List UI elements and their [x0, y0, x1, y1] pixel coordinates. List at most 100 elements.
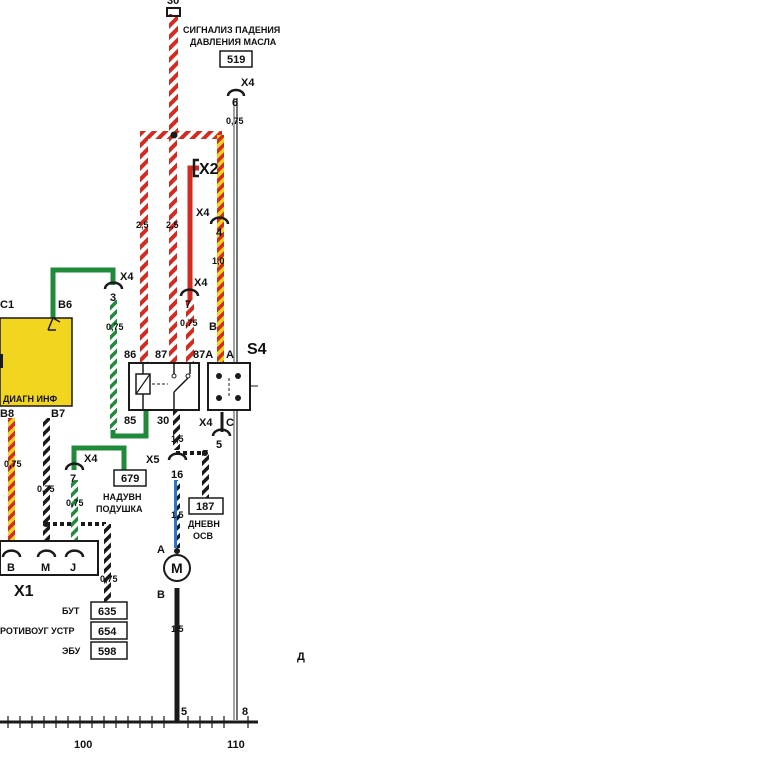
- b7-junction-dot: [43, 521, 49, 527]
- airbag-line2: ПОДУШКА: [96, 504, 143, 514]
- wire-size-15-c: 1,5: [171, 624, 184, 634]
- oil-signal-line2: ДАВЛЕНИЯ МАСЛА: [190, 37, 277, 47]
- pin-7b-label: 7: [70, 473, 76, 485]
- motor-b-label: B: [157, 589, 165, 601]
- ref-label-3: ЭБУ: [62, 646, 81, 656]
- pin-5-label: 5: [216, 439, 222, 451]
- motor-a-label: A: [157, 544, 165, 556]
- wire-size-25-mid: 2,5: [166, 220, 179, 230]
- ecu-b7-label: B7: [51, 408, 65, 420]
- wire-size-075-b8: 0,75: [4, 459, 22, 469]
- relay-85-label: 85: [124, 415, 136, 427]
- wire-b6-stripe: [110, 300, 117, 430]
- x4-label-7b: X4: [84, 453, 98, 465]
- wire-airbag-green: [71, 445, 127, 470]
- wire-b8: [8, 418, 15, 546]
- switch-s4: [207, 362, 258, 411]
- s4-c-label: C: [226, 417, 234, 429]
- x4-label-6: X4: [241, 77, 255, 89]
- wire-size-075-top: 0,75: [226, 116, 244, 126]
- wire-size-075-b7: 0,75: [37, 484, 55, 494]
- ground-pin-8: 8: [242, 706, 248, 718]
- ecu-mark: [0, 354, 3, 368]
- ref-list: [90, 601, 128, 660]
- motor-symbol: M: [171, 560, 183, 576]
- airbag-code: 679: [121, 473, 139, 485]
- oil-signal-code: 519: [227, 54, 245, 66]
- relay-30-label: 30: [157, 415, 169, 427]
- oil-signal-box: [219, 50, 253, 68]
- airbag-line1: НАДУВН: [103, 492, 141, 502]
- scale-110: 110: [227, 739, 245, 751]
- x2-bracket: [192, 158, 199, 178]
- x4-label-4: X4: [196, 207, 210, 219]
- connector-x4-5: [211, 428, 232, 437]
- connector-x4-7a: [179, 288, 200, 297]
- ecu-switch-symbol: [47, 317, 61, 331]
- ecu-c1-label: C1: [0, 299, 14, 311]
- relay-87-label: 87: [155, 349, 167, 361]
- wire-s4a-feed: [217, 135, 224, 363]
- x1-pin-b: B: [7, 562, 15, 574]
- x1-pin-j-arc: [64, 549, 85, 558]
- ecu-diag-label: ДИАГН ИНФ: [3, 394, 57, 404]
- relay: [128, 362, 200, 411]
- wire-size-15-a: 1,5: [171, 434, 184, 444]
- x1-label: X1: [14, 583, 34, 600]
- x5-junction-dot: [202, 450, 208, 456]
- scale-100: 100: [74, 739, 92, 751]
- wire-size-25-left: 2,5: [136, 220, 149, 230]
- wire-size-15-b: 1,5: [171, 510, 184, 520]
- ground-bus-ticks: [7, 716, 249, 728]
- ecu-b8-label: B8: [0, 408, 14, 420]
- wire-size-10: 1,0: [212, 256, 225, 266]
- connector-x4-4: [209, 216, 230, 225]
- wire-size-075-x4-7: 0,75: [66, 498, 84, 508]
- daylight-box: [188, 497, 224, 515]
- wire-x2-87a: [187, 165, 199, 363]
- wire-daylight-drop: [202, 450, 209, 498]
- ref-code-2: 654: [98, 626, 117, 638]
- connector-x4-6: [226, 88, 246, 97]
- oil-signal-line1: СИГНАЛИЗ ПАДЕНИЯ: [183, 25, 280, 35]
- ref-label-1: БУТ: [62, 606, 80, 616]
- airbag-box: [113, 469, 147, 487]
- ref-code-3: 598: [98, 646, 116, 658]
- wire-main-feed: [169, 14, 178, 136]
- top-terminal: [166, 7, 181, 17]
- relay-87a-label: 87A: [193, 349, 213, 361]
- bus-junction: [170, 131, 178, 139]
- pin-4-label: 4: [216, 227, 223, 239]
- wire-x1-down: [104, 524, 111, 602]
- pin-16-label: 16: [171, 469, 183, 481]
- ref-label-2: РОТИВОУГ УСТР: [0, 626, 74, 636]
- wire-size-075-87: 0,75: [180, 318, 198, 328]
- wire-size-075-b6: 0,75: [106, 322, 124, 332]
- relay-86-label: 86: [124, 349, 136, 361]
- wire-87a-stripe: [186, 300, 194, 363]
- wire-86-feed: [140, 135, 148, 363]
- wire-motor-blue: [174, 480, 177, 548]
- ecu-block: [0, 317, 73, 407]
- wire-b7: [43, 418, 50, 546]
- ref-code-1: 635: [98, 606, 116, 618]
- daylight-line1: ДНЕВН: [188, 519, 220, 529]
- edge-mark: Д: [297, 651, 305, 663]
- pin-3-label: 3: [110, 292, 116, 304]
- x1-pin-m-arc: [36, 549, 57, 558]
- s4-a-label: A: [226, 349, 234, 361]
- x1-block: [0, 540, 99, 576]
- wire-87-feed: [169, 135, 177, 363]
- wire-size-075-x1: 0,75: [100, 574, 118, 584]
- x4-label-7a: X4: [194, 277, 208, 289]
- pin-7a-label: 7: [185, 299, 191, 311]
- s4-label: S4: [247, 341, 267, 358]
- ground-pin-5: 5: [181, 706, 187, 718]
- daylight-line2: ОСВ: [193, 531, 214, 541]
- wire-85-green: [110, 410, 149, 439]
- wire-x4-7-stripe: [71, 480, 78, 546]
- x2-label: X2: [199, 161, 219, 178]
- x1-pin-m: M: [41, 562, 50, 574]
